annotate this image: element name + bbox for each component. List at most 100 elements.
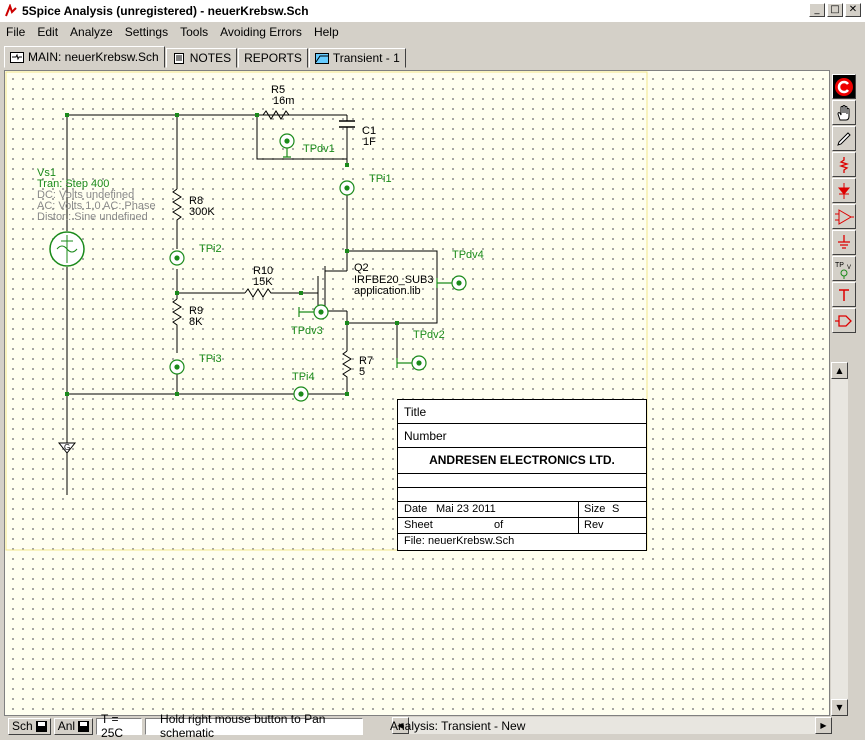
schematic-drawing bbox=[5, 71, 648, 551]
tpi3-label: TPi3 bbox=[199, 353, 222, 365]
tb-size: S bbox=[612, 503, 620, 515]
diode-icon bbox=[837, 182, 851, 199]
tab-notes[interactable]: NOTES bbox=[165, 48, 238, 68]
scroll-up-button[interactable]: ▲ bbox=[831, 362, 848, 379]
ground-tool[interactable] bbox=[832, 230, 856, 255]
tab-reports[interactable]: REPORTS bbox=[238, 48, 308, 68]
arrow-up-icon: ▲ bbox=[836, 366, 843, 375]
minimize-icon: _ bbox=[814, 4, 820, 15]
menu-settings[interactable]: Settings bbox=[124, 25, 169, 39]
tpi2-label: TPi2 bbox=[199, 243, 222, 255]
tab-reports-label: REPORTS bbox=[244, 51, 302, 65]
close-icon: ✕ bbox=[848, 4, 858, 15]
horizontal-scrollbar[interactable]: ◀ ▶ bbox=[392, 717, 832, 734]
tab-main-label: MAIN: neuerKrebsw.Sch bbox=[28, 50, 159, 64]
scroll-left-button[interactable]: ◀ bbox=[392, 717, 409, 734]
ground-symbol bbox=[57, 442, 77, 454]
disk-icon bbox=[78, 720, 90, 732]
q2-lib: application.lib bbox=[354, 285, 421, 297]
r8-symbol bbox=[172, 188, 182, 229]
menu-analyze[interactable]: Analyze bbox=[70, 25, 113, 39]
menu-avoiding-errors[interactable]: Avoiding Errors bbox=[220, 25, 302, 39]
tab-notes-label: NOTES bbox=[189, 51, 232, 65]
vs1-glyph bbox=[56, 235, 78, 263]
close-button[interactable]: ✕ bbox=[845, 3, 861, 17]
menu-tools[interactable]: Tools bbox=[180, 25, 209, 39]
opamp-icon bbox=[835, 208, 854, 225]
minimize-button[interactable]: _ bbox=[809, 3, 825, 17]
status-bar: Sch Anl T = 25C Hold right mouse button … bbox=[0, 712, 392, 740]
pan-tool[interactable] bbox=[832, 100, 856, 125]
anl-save-button[interactable]: Anl bbox=[53, 717, 94, 735]
connector-tool[interactable] bbox=[832, 308, 856, 333]
menu-help[interactable]: Help bbox=[313, 25, 339, 39]
vertical-scrollbar[interactable]: ▲ ▼ bbox=[831, 362, 848, 716]
schematic-canvas[interactable]: Vs1 Tran: Step 400 DC: Volts undefined A… bbox=[4, 70, 830, 716]
tab-transient[interactable]: Transient - 1 bbox=[308, 48, 406, 68]
tpi4-label: TPi4 bbox=[292, 371, 315, 383]
temperature-value: T = 25C bbox=[101, 712, 124, 740]
tb-rev: Rev bbox=[584, 519, 604, 531]
tab-main[interactable]: MAIN: neuerKrebsw.Sch bbox=[4, 46, 165, 68]
r9-value: 8K bbox=[189, 316, 203, 328]
tpdv3-label: TPdv3 bbox=[291, 325, 323, 337]
c1-name: C1 bbox=[362, 125, 377, 137]
ground-icon bbox=[838, 234, 850, 249]
tab-transient-label: Transient - 1 bbox=[332, 51, 400, 65]
wire-r5-c1 bbox=[256, 115, 348, 251]
analysis-status: Analysis: Transient - New bbox=[376, 718, 550, 734]
arrow-right-icon: ▶ bbox=[820, 721, 827, 730]
tpdv2-label: TPdv2 bbox=[413, 329, 445, 341]
vs1-name: Vs1 bbox=[37, 167, 56, 179]
app-icon bbox=[5, 4, 17, 17]
title-bar: 5Spice Analysis (unregistered) - neuerKr… bbox=[0, 0, 865, 23]
probes bbox=[169, 133, 467, 402]
size-grip[interactable] bbox=[848, 717, 865, 734]
c1-value: 1F bbox=[363, 136, 376, 148]
analysis-status-text: Analysis: Transient - New bbox=[390, 719, 526, 733]
arrow-left-icon: ◀ bbox=[397, 721, 404, 730]
refresh-tool[interactable] bbox=[832, 74, 856, 99]
hint-field: Hold right mouse button to Pan schematic bbox=[145, 712, 364, 740]
schematic-icon bbox=[10, 51, 24, 63]
resistor-tool[interactable] bbox=[832, 152, 856, 177]
r5-symbol bbox=[262, 110, 290, 120]
vs1-distor: Distor.: Sine undefined bbox=[37, 211, 148, 223]
r9-symbol bbox=[172, 298, 182, 331]
menu-file[interactable]: File bbox=[6, 25, 26, 39]
tb-file: neuerKrebsw.Sch bbox=[428, 535, 515, 547]
tpi1-label: TPi1 bbox=[369, 173, 392, 185]
title-block: Title Number ANDRESEN ELECTRONICS LTD. D… bbox=[397, 399, 647, 551]
sch-save-button[interactable]: Sch bbox=[8, 717, 51, 735]
q2-model: IRFBE20_SUB3 bbox=[354, 274, 434, 286]
resistor-icon bbox=[838, 156, 850, 173]
sch-label: Sch bbox=[12, 719, 33, 733]
hint-text: Hold right mouse button to Pan schematic bbox=[160, 712, 326, 740]
q2-name: Q2 bbox=[354, 262, 369, 274]
temperature-field: T = 25C bbox=[96, 712, 143, 740]
maximize-button[interactable]: □ bbox=[827, 3, 843, 17]
opamp-tool[interactable] bbox=[832, 204, 856, 229]
graph-icon bbox=[314, 52, 329, 64]
r10-value: 15K bbox=[253, 276, 273, 288]
menu-edit[interactable]: Edit bbox=[37, 25, 59, 39]
scroll-down-button[interactable]: ▼ bbox=[831, 699, 848, 716]
svg-text:V: V bbox=[847, 265, 851, 271]
notes-icon bbox=[173, 52, 184, 64]
text-icon bbox=[839, 288, 849, 301]
hand-icon bbox=[837, 104, 850, 120]
refresh-icon bbox=[835, 77, 853, 96]
wire-tool[interactable] bbox=[832, 126, 856, 151]
scroll-right-button[interactable]: ▶ bbox=[815, 717, 832, 734]
diode-tool[interactable] bbox=[832, 178, 856, 203]
pencil-icon bbox=[837, 131, 851, 146]
vs1-tran: Tran: Step 400 bbox=[37, 178, 110, 190]
tb-company: ANDRESEN ELECTRONICS LTD. bbox=[429, 453, 615, 467]
text-tool[interactable] bbox=[832, 282, 856, 307]
menu-bar: File Edit Analyze Settings Tools Avoidin… bbox=[0, 22, 865, 42]
disk-icon bbox=[35, 720, 47, 732]
tb-date-label: Date bbox=[404, 503, 428, 515]
arrow-down-icon: ▼ bbox=[836, 703, 843, 712]
